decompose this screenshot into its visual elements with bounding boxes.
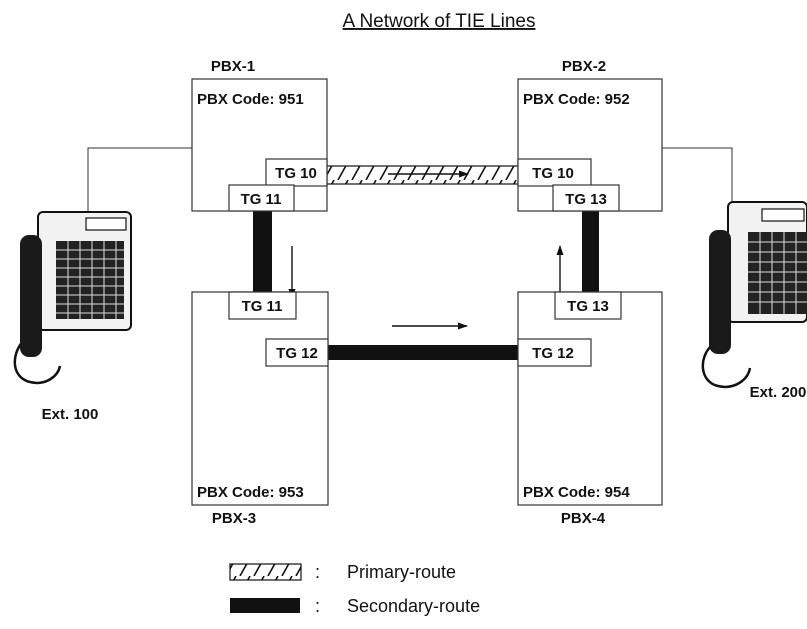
pbx-4-tg-top-box [554,291,622,320]
telephone-icon [701,201,807,389]
secondary-route-line-pbx1-pbx3 [253,210,272,292]
pbx-3-tg-right-box [265,338,329,367]
pbx-3-name: PBX-3 [212,510,256,527]
ext-200-line [662,147,733,205]
legend-primary-label: Primary-route [347,562,456,582]
secondary-route-line-pbx3-pbx4 [326,345,519,360]
pbx-1-code: PBX Code: 951 [197,91,304,108]
pbx-1-node: PBX-1 PBX Code: 951 TG 10 TG 11 [191,58,328,212]
ext-200-label: Ext. 200 [750,384,807,401]
pbx-3-box [191,291,329,506]
legend-secondary-swatch [230,598,300,613]
pbx-3-node: TG 11 TG 12 PBX Code: 953 PBX-3 [191,291,329,527]
pbx-2-tg-bottom: TG 13 [565,191,607,208]
pbx-4-box [517,291,663,506]
pbx-3-tg-top-box [228,291,297,320]
telephone-icon [13,211,132,385]
pbx-4-tg-left-box [517,338,592,367]
pbx-2-tg-bottom-box [552,184,620,212]
diagram-title: A Network of TIE Lines [343,11,536,32]
pbx-1-tg-bottom: TG 11 [241,191,282,208]
pbx-4-code: PBX Code: 954 [523,484,630,501]
pbx-1-name: PBX-1 [211,58,255,75]
ext-100-line [87,147,192,212]
pbx-2-tg-left: TG 10 [532,165,574,182]
pbx-1-tg-bottom-box [228,184,295,212]
pbx-3-tg-top: TG 11 [242,298,283,315]
pbx-4-node: TG 13 TG 12 PBX Code: 954 PBX-4 [517,291,663,527]
secondary-route-line-pbx4-pbx2 [582,211,599,295]
pbx-2-tg-left-box [517,158,592,187]
pbx-4-name: PBX-4 [561,510,606,527]
legend: : Primary-route : Secondary-route [229,562,480,616]
legend-primary-swatch [229,563,302,581]
pbx-4-tg-top: TG 13 [567,298,609,315]
pbx-2-code: PBX Code: 952 [523,91,630,108]
legend-secondary-label: Secondary-route [347,596,480,616]
pbx-3-tg-right: TG 12 [276,345,318,362]
pbx-3-code: PBX Code: 953 [197,484,304,501]
primary-route-line [325,165,520,185]
pbx-2-name: PBX-2 [562,58,606,75]
pbx-1-tg-right-box [265,158,328,187]
pbx-2-node: PBX-2 PBX Code: 952 TG 10 TG 13 [517,58,663,212]
pbx-4-tg-left: TG 12 [532,345,574,362]
legend-secondary-colon: : [315,596,320,616]
ext-100-label: Ext. 100 [42,406,99,423]
legend-primary-colon: : [315,562,320,582]
pbx-1-tg-right: TG 10 [275,165,317,182]
